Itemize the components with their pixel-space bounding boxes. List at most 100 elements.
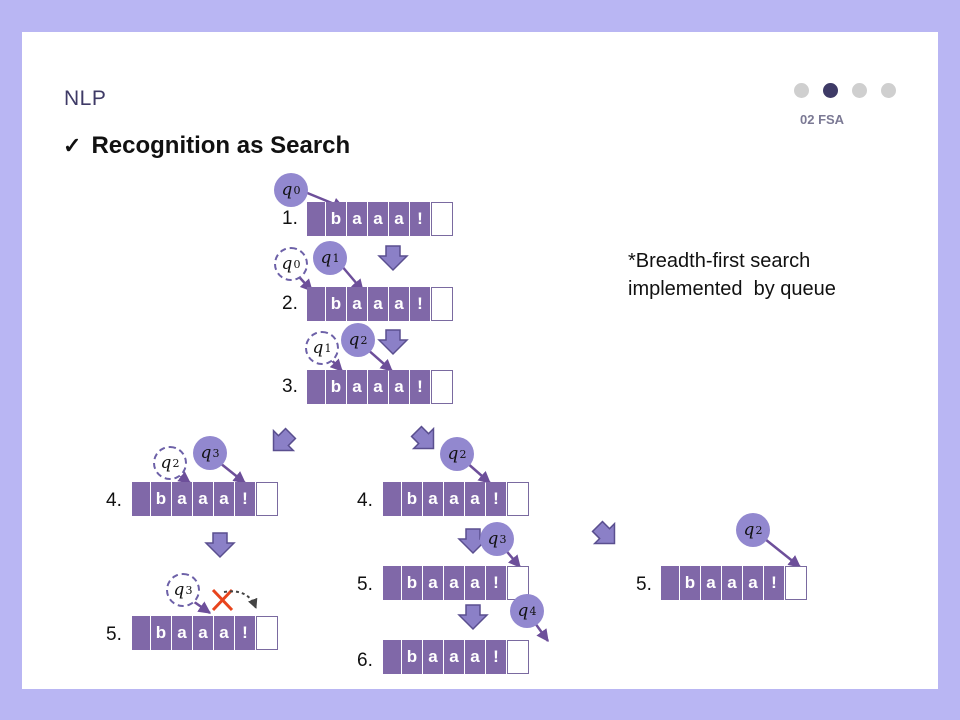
tape-cell: b (326, 287, 346, 321)
tape-cell: a (368, 287, 388, 321)
state-index: 1 (324, 341, 332, 355)
checkmark-icon: ✓ (63, 133, 82, 158)
tape-cell: b (402, 640, 422, 674)
step-label: 2. (282, 293, 298, 314)
step-label: 5. (106, 624, 122, 645)
state-index: 0 (293, 257, 301, 271)
state-name: q (160, 453, 172, 473)
flow-arrow (410, 425, 435, 450)
tape-cell: ! (486, 482, 506, 516)
tape-cell: a (193, 616, 213, 650)
tape-cell (256, 482, 278, 516)
state-name: q (487, 529, 499, 549)
state-name: q (517, 601, 529, 621)
tape-cell: a (722, 566, 742, 600)
tape-cell: a (172, 482, 192, 516)
state-index: 3 (212, 446, 220, 460)
failed-transition-arrow (223, 590, 258, 609)
tape-cell (383, 482, 401, 516)
tape-cell (431, 287, 453, 321)
tape-cell: ! (410, 202, 430, 236)
tape-cell (132, 616, 150, 650)
header-title: NLP (64, 87, 107, 110)
tape-cell (307, 202, 325, 236)
tape-cell: a (444, 566, 464, 600)
tape-cell: a (389, 370, 409, 404)
tape-cell (132, 482, 150, 516)
tape-cell (307, 370, 325, 404)
tape-cell (256, 616, 278, 650)
tape-cell (307, 287, 325, 321)
state-index: 4 (529, 604, 537, 618)
step-label: 5. (357, 574, 373, 595)
reject-cross-icon (211, 588, 234, 612)
tape-cell: a (368, 370, 388, 404)
tape-cell: ! (486, 640, 506, 674)
tape-cell: a (465, 640, 485, 674)
page-dot[interactable] (852, 83, 867, 98)
slide-title: ✓ Recognition as Search (63, 132, 350, 160)
tape-cell: a (347, 370, 367, 404)
state-index: 2 (360, 333, 368, 347)
tape-cell: b (402, 482, 422, 516)
tape-cell: a (389, 287, 409, 321)
tape-cell: a (389, 202, 409, 236)
tape-cell: ! (235, 616, 255, 650)
tape-cell: ! (235, 482, 255, 516)
tape-cell: b (151, 616, 171, 650)
state-name: q (743, 520, 755, 540)
bfs-note: *Breadth-first search implemented by que… (628, 250, 836, 300)
page-dot-active[interactable] (823, 83, 838, 98)
tape-cell: a (444, 482, 464, 516)
flow-arrow (377, 245, 409, 272)
tape-cell: ! (410, 370, 430, 404)
tape-cell: a (423, 482, 443, 516)
flow-arrow (204, 532, 236, 559)
tape-cell (507, 482, 529, 516)
tape-cell (785, 566, 807, 600)
page-dot[interactable] (881, 83, 896, 98)
tape-cell (431, 202, 453, 236)
tape-cell: a (701, 566, 721, 600)
step-label: 4. (106, 490, 122, 511)
state-name: q (281, 254, 293, 274)
state-name: q (173, 580, 185, 600)
tape-cell: a (465, 482, 485, 516)
tape-cell: b (402, 566, 422, 600)
flow-arrow (457, 604, 489, 631)
slide-title-text: Recognition as Search (91, 132, 351, 159)
tape-cell: a (368, 202, 388, 236)
tape-cell (383, 640, 401, 674)
step-label: 4. (357, 490, 373, 511)
state-index: 2 (172, 456, 180, 470)
flow-arrow (272, 427, 297, 452)
tape-cell: a (214, 482, 234, 516)
tape-cell: b (326, 370, 346, 404)
tape-cell (383, 566, 401, 600)
tape-cell (507, 640, 529, 674)
tape-cell: a (347, 287, 367, 321)
state-index: 0 (293, 183, 301, 197)
flow-arrow (377, 329, 409, 356)
tape-cell: a (347, 202, 367, 236)
page-dot[interactable] (794, 83, 809, 98)
state-index: 2 (755, 523, 763, 537)
state-index: 3 (185, 583, 193, 597)
state-name: q (447, 444, 459, 464)
step-label: 5. (636, 574, 652, 595)
